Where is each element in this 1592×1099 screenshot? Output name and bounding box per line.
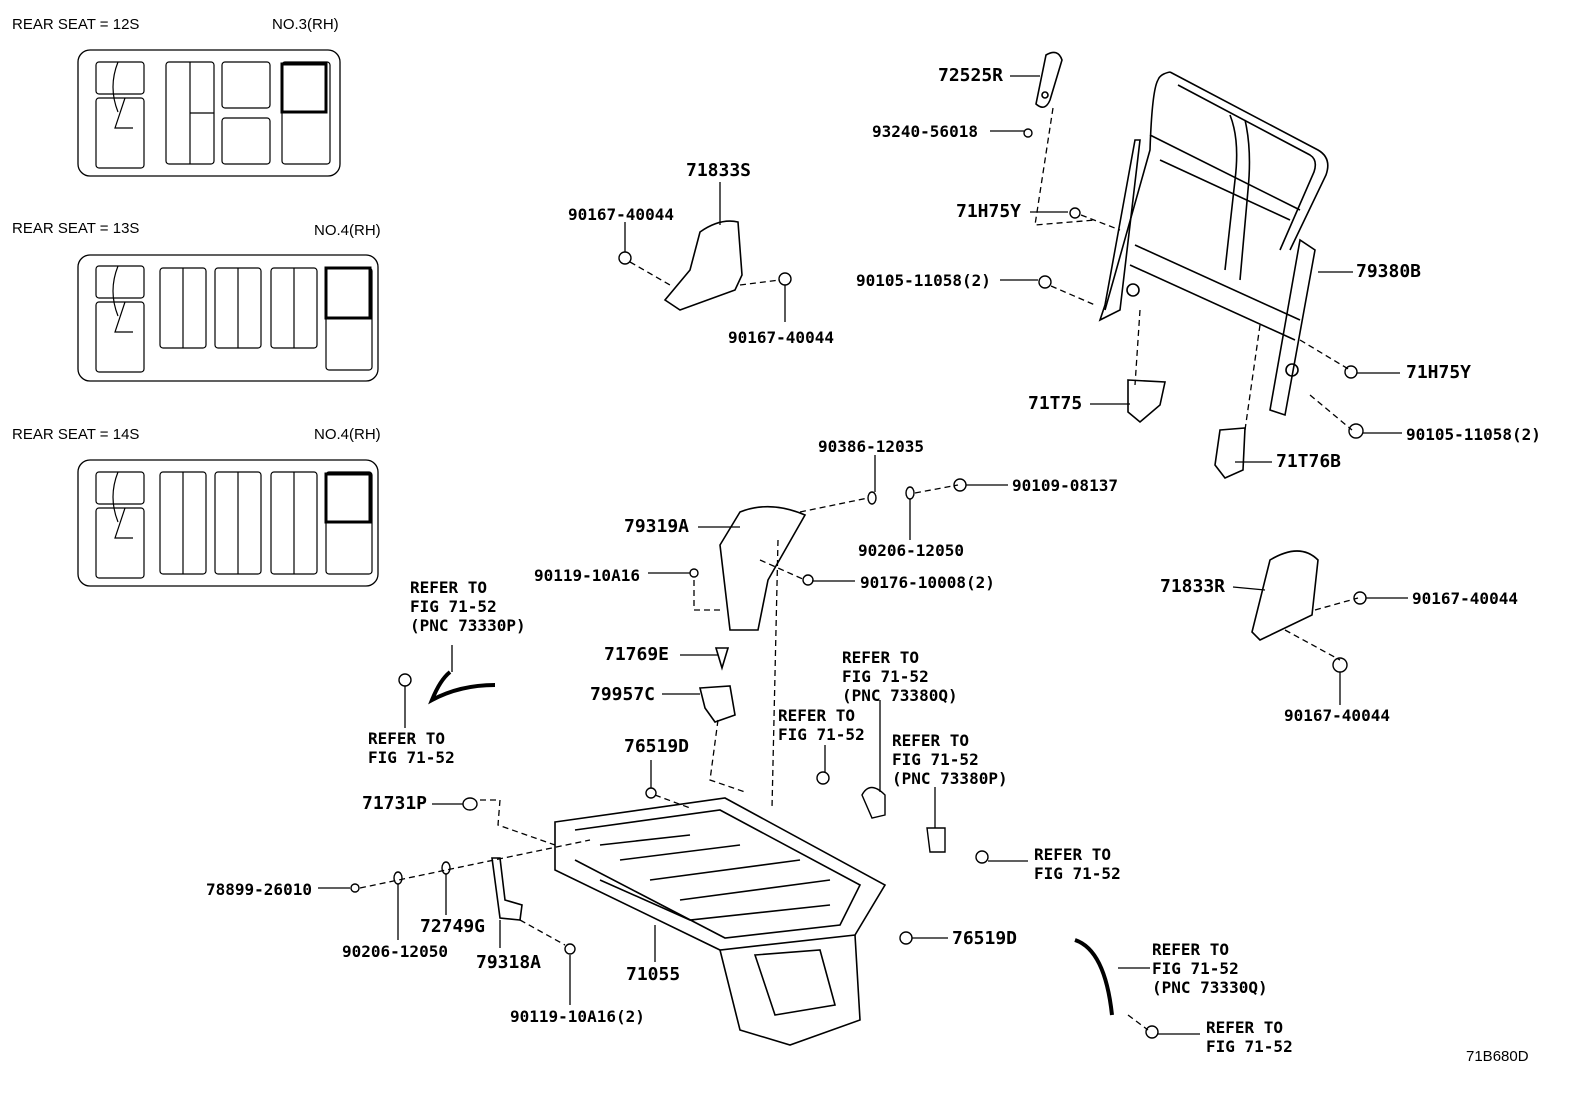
- part-label-90206-12050-upper[interactable]: 90206-12050: [858, 541, 964, 560]
- refer-note-bottom-bolt[interactable]: REFER TO FIG 71-52: [1206, 1018, 1293, 1056]
- part-label-71T75[interactable]: 71T75: [1028, 393, 1083, 414]
- part-label-71H75Y-upper[interactable]: 71H75Y: [956, 201, 1022, 222]
- part-label-90167-40044-b[interactable]: 90167-40044: [728, 328, 834, 347]
- bracket-79318A-drawing: [491, 857, 523, 921]
- diagram-id: 71B680D: [1466, 1048, 1529, 1065]
- part-label-90167-40044-c[interactable]: 90167-40044: [1412, 589, 1518, 608]
- bracket-72525R-hole: [1041, 91, 1049, 99]
- bracket-79319A-drawing: [719, 505, 807, 631]
- seat-layout-12s: [77, 49, 341, 177]
- clip-71T76B-drawing: [1214, 427, 1246, 479]
- part-label-78899-26010[interactable]: 78899-26010: [206, 880, 312, 899]
- part-label-71H75Y-lower[interactable]: 71H75Y: [1406, 362, 1472, 383]
- part-label-90206-12050-lower[interactable]: 90206-12050: [342, 942, 448, 961]
- inset-3-title: REAR SEAT = 14S: [12, 426, 140, 443]
- belt-73330P-drawing: [428, 670, 496, 705]
- part-label-76519D-upper[interactable]: 76519D: [624, 736, 690, 757]
- part-label-90119-10A16-upper[interactable]: 90119-10A16: [534, 566, 640, 585]
- part-label-90105-11058-upper[interactable]: 90105-11058(2): [856, 271, 991, 290]
- part-label-76519D-lower[interactable]: 76519D: [952, 928, 1018, 949]
- part-label-90119-10A16-lower[interactable]: 90119-10A16(2): [510, 1007, 645, 1026]
- refer-note-73380Q[interactable]: REFER TO FIG 71-52 (PNC 73380Q): [842, 648, 958, 705]
- assembly-lines: [359, 107, 1359, 1031]
- inset-1-title: REAR SEAT = 12S: [12, 16, 140, 33]
- refer-note-right-bolt[interactable]: REFER TO FIG 71-52: [1034, 845, 1121, 883]
- part-label-90386-12035[interactable]: 90386-12035: [818, 437, 924, 456]
- part-label-90167-40044-a[interactable]: 90167-40044: [568, 205, 674, 224]
- inset-3-position: NO.4(RH): [314, 426, 381, 443]
- part-label-72749G[interactable]: 72749G: [420, 916, 486, 937]
- clip-71T75-drawing: [1127, 379, 1166, 424]
- part-label-71769E[interactable]: 71769E: [604, 644, 670, 665]
- inset-2-position: NO.4(RH): [314, 222, 381, 239]
- inset-2-title: REAR SEAT = 13S: [12, 220, 140, 237]
- seat-layout-13s: [77, 254, 379, 382]
- part-label-71731P[interactable]: 71731P: [362, 793, 428, 814]
- seat-frame-71055-drawing: [554, 797, 887, 1046]
- seat-layout-14s: [77, 459, 379, 587]
- bracket-72525R-drawing: [1035, 51, 1063, 108]
- part-71769E-drawing: [714, 647, 730, 671]
- refer-note-73330Q[interactable]: REFER TO FIG 71-52 (PNC 73330Q): [1152, 940, 1268, 997]
- part-label-90105-11058-lower[interactable]: 90105-11058(2): [1406, 425, 1541, 444]
- part-label-79318A[interactable]: 79318A: [476, 952, 542, 973]
- part-label-93240-56018[interactable]: 93240-56018: [872, 122, 978, 141]
- cover-71833R-drawing: [1251, 550, 1319, 641]
- refer-note-left-bolt[interactable]: REFER TO FIG 71-52: [368, 729, 455, 767]
- belt-73330Q-drawing: [1074, 938, 1114, 1016]
- part-label-72525R[interactable]: 72525R: [938, 65, 1004, 86]
- refer-note-73330P[interactable]: REFER TO FIG 71-52 (PNC 73330P): [410, 578, 526, 635]
- cover-71833S-drawing: [663, 220, 743, 311]
- refer-note-73380P[interactable]: REFER TO FIG 71-52 (PNC 73380P): [892, 731, 1008, 788]
- part-label-71055[interactable]: 71055: [626, 964, 681, 985]
- part-label-79957C[interactable]: 79957C: [590, 684, 656, 705]
- part-label-71T76B[interactable]: 71T76B: [1276, 451, 1342, 472]
- refer-note-center-bolt[interactable]: REFER TO FIG 71-52: [778, 706, 865, 744]
- part-label-71833R[interactable]: 71833R: [1160, 576, 1226, 597]
- part-label-90167-40044-d[interactable]: 90167-40044: [1284, 706, 1390, 725]
- seatback-frame-drawing: [1098, 71, 1329, 417]
- leader-lines: [318, 75, 1408, 1035]
- part-label-90176-10008[interactable]: 90176-10008(2): [860, 573, 995, 592]
- part-label-79319A[interactable]: 79319A: [624, 516, 690, 537]
- part-label-71833S[interactable]: 71833S: [686, 160, 752, 181]
- part-79957C-drawing: [698, 685, 736, 723]
- inset-1-position: NO.3(RH): [272, 16, 339, 33]
- part-label-79380B[interactable]: 79380B: [1356, 261, 1422, 282]
- part-label-90109-08137[interactable]: 90109-08137: [1012, 476, 1118, 495]
